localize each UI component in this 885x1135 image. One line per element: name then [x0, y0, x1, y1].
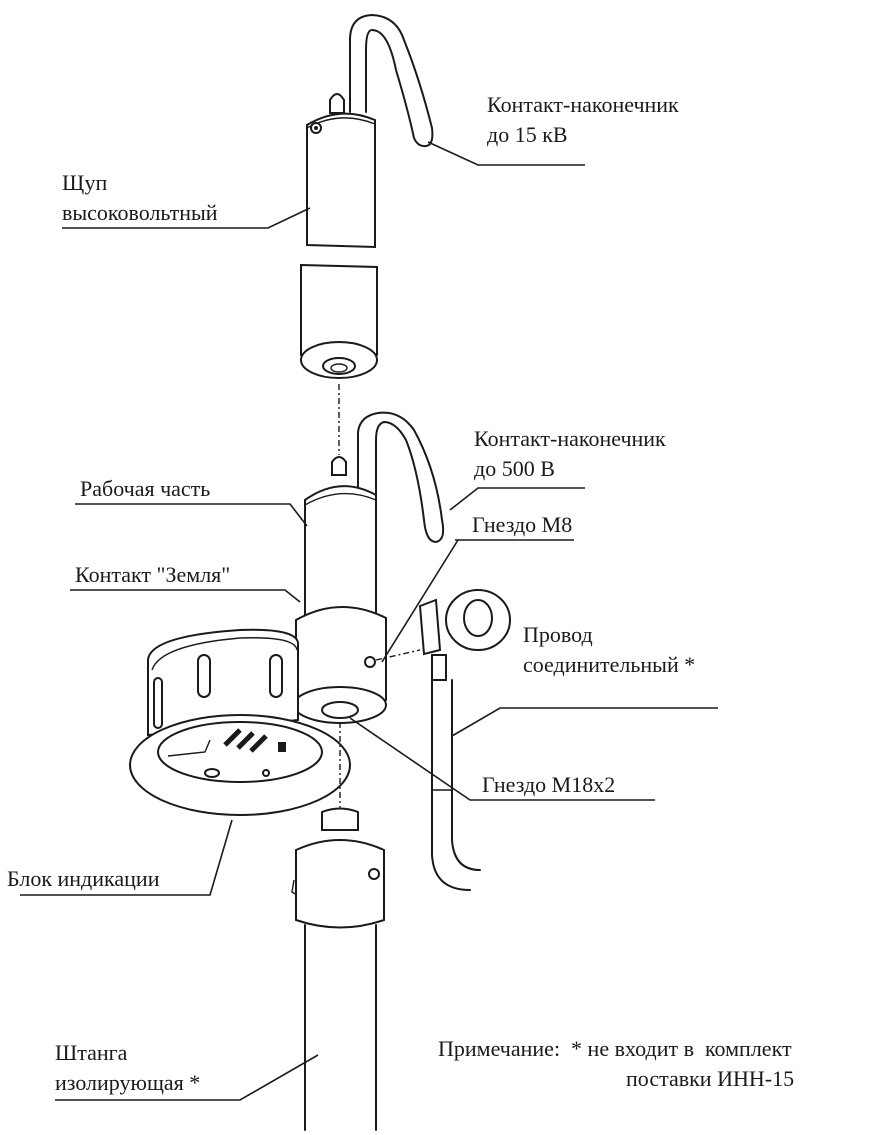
label-connecting-wire-line2: соединительный *: [523, 652, 696, 677]
label-contact-tip-15kv: Контакт-наконечник до 15 кВ: [487, 90, 679, 150]
probe-body-upper: [306, 112, 376, 249]
label-insulating-rod-line1: Штанга: [55, 1040, 128, 1065]
socket-m8-hole: [364, 656, 376, 668]
probe-knob: [329, 93, 345, 114]
label-hv-probe-line2: высоковольтный: [62, 200, 218, 225]
ground-contact: [293, 606, 421, 724]
label-insulating-rod-line2: изолирующая *: [55, 1070, 201, 1095]
label-working-part: Рабочая часть: [80, 476, 211, 501]
leader-lines: [20, 141, 718, 1101]
contact-tip-15kv-hook: [349, 14, 434, 148]
hv-probe: [300, 14, 434, 379]
contact-tip-500v-hook: [357, 411, 445, 543]
note-line1: Примечание: * не входит в комплект: [438, 1036, 792, 1061]
label-contact-tip-500v: Контакт-наконечник до 500 В: [474, 424, 666, 484]
note-line2: поставки ИНН-15: [626, 1066, 795, 1091]
label-contact-tip-15kv-line2: до 15 кВ: [487, 122, 568, 147]
connecting-wire: [418, 589, 511, 891]
label-insulating-rod: Штанга изолирующая *: [55, 1038, 200, 1098]
indication-unit: [129, 628, 351, 816]
label-indication-unit: Блок индикации: [7, 866, 160, 891]
label-connecting-wire-line1: Провод: [523, 622, 593, 647]
label-ground-contact: Контакт "Земля": [75, 562, 231, 587]
label-contact-tip-15kv-line1: Контакт-наконечник: [487, 92, 679, 117]
indicator-leds: [223, 728, 286, 753]
label-socket-m18: Гнездо М18х2: [482, 772, 616, 797]
label-hv-probe-line1: Щуп: [62, 170, 108, 195]
label-socket-m8: Гнездо М8: [472, 512, 573, 537]
label-connecting-wire: Провод соединительный *: [523, 620, 695, 680]
label-contact-tip-500v-line1: Контакт-наконечник: [474, 426, 666, 451]
working-part: [304, 411, 445, 616]
label-contact-tip-500v-line2: до 500 В: [474, 456, 555, 481]
label-hv-probe: Щуп высоковольтный: [62, 168, 218, 228]
insulating-rod: [291, 807, 385, 1131]
socket-m18-hole: [321, 701, 359, 719]
